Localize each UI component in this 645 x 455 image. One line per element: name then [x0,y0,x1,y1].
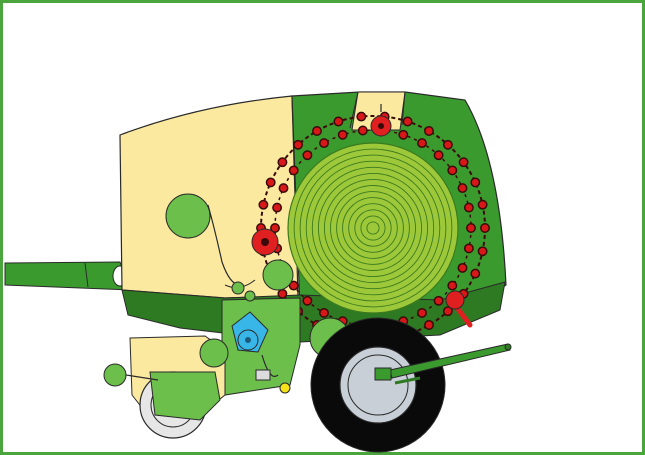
chain-link [434,297,442,305]
wheel [311,318,445,452]
chain-link [290,166,298,174]
grease-point [280,383,290,393]
chain-link [471,178,479,186]
chain-link [478,201,486,209]
chain-link [303,297,311,305]
gauge-wheel [104,364,126,386]
chain-link [359,126,367,134]
chain-link [471,269,479,277]
chain-link [418,309,426,317]
chain-link [357,112,365,120]
chain-link [279,184,287,192]
chain-link [320,309,328,317]
chain-link [458,184,466,192]
chain-link [448,166,456,174]
chain-link [278,290,286,298]
chain-link [267,178,275,186]
chain-link [425,127,433,135]
pickup-shield [150,372,220,420]
chain-link [313,127,321,135]
chain-link [418,139,426,147]
chain-link [425,321,433,329]
chain-link [465,244,473,252]
chain-link [273,203,281,211]
sprocket-left [252,229,278,255]
chain-link [399,131,407,139]
chain-link [334,117,342,125]
chain-link [339,131,347,139]
chain-link [481,224,489,232]
starter-roller [263,260,293,290]
chain-link [467,224,475,232]
chain-link [448,281,456,289]
bale-body [288,143,458,313]
chain-link [458,264,466,272]
chain-link [478,247,486,255]
chain-link [278,158,286,166]
chain-link [259,201,267,209]
chain-link [434,151,442,159]
chain-link [459,158,467,166]
chain-link [403,117,411,125]
front-knob [166,194,210,238]
chain-link [294,141,302,149]
chain-link [303,151,311,159]
pickup-roller [200,339,228,367]
chain-link [465,203,473,211]
drawbar [5,262,130,290]
bale [288,143,458,313]
chain-link [444,141,452,149]
chain-link [320,139,328,147]
